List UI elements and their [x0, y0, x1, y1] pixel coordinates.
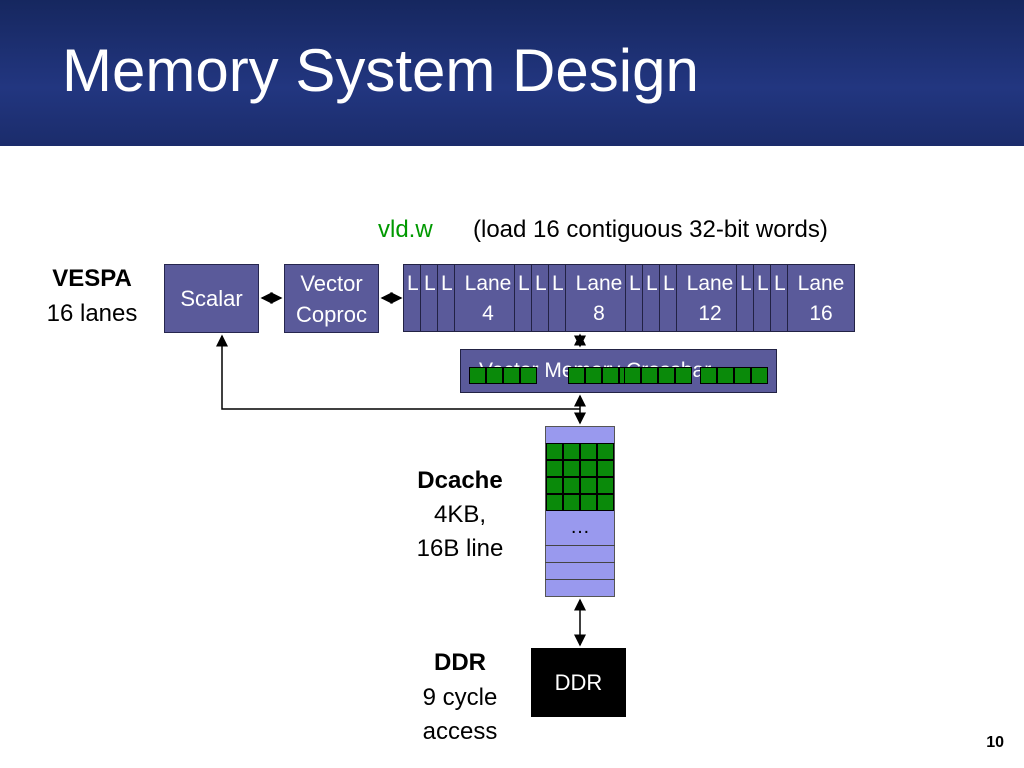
cache-word-cell: [597, 494, 614, 511]
cache-word-cell: [563, 494, 580, 511]
vector-coproc-line1: Vector: [300, 271, 363, 296]
ddr-access: access: [422, 718, 498, 745]
word-cell: [734, 367, 751, 384]
vespa-name: VESPA: [52, 265, 132, 292]
word-cell: [568, 367, 585, 384]
lane-label: Lane: [686, 272, 734, 295]
cache-word-cell: [597, 477, 614, 494]
dcache-line-divider: [545, 545, 615, 546]
scalar-box: Scalar: [164, 264, 259, 333]
ddr-box: DDR: [531, 648, 626, 717]
vespa-lanes: 16 lanes: [46, 300, 138, 327]
dcache-line-size: 16B line: [416, 535, 504, 562]
word-cell: [717, 367, 734, 384]
word-cell: [585, 367, 602, 384]
lane-12: Lane 12: [676, 264, 744, 332]
cache-word-cell: [580, 494, 597, 511]
lane-4: Lane 4: [454, 264, 522, 332]
word-cell: [641, 367, 658, 384]
word-cell: [486, 367, 503, 384]
lane-8: Lane 8: [565, 264, 633, 332]
word-cell: [602, 367, 619, 384]
title-bar: [0, 0, 1024, 146]
page-title: Memory System Design: [62, 37, 699, 104]
instruction-description: (load 16 contiguous 32-bit words): [473, 216, 828, 243]
cache-word-cell: [580, 443, 597, 460]
cache-word-cell: [580, 477, 597, 494]
ddr-name: DDR: [434, 649, 486, 676]
instruction-code: vld.w: [378, 216, 433, 243]
cache-word-cell: [546, 443, 563, 460]
word-cell: [751, 367, 768, 384]
dcache-size: 4KB,: [433, 501, 487, 528]
lane-label: Lane: [797, 272, 845, 295]
lane-number: 4: [482, 302, 494, 325]
cache-word-cell: [580, 460, 597, 477]
lane-number: 8: [593, 302, 605, 325]
word-cell: [700, 367, 717, 384]
cache-word-cell: [597, 460, 614, 477]
lane-16: Lane 16: [787, 264, 855, 332]
page-number: 10: [986, 734, 1004, 751]
word-cell: [469, 367, 486, 384]
cache-word-cell: [546, 494, 563, 511]
cache-word-cell: [546, 477, 563, 494]
cache-word-cell: [563, 477, 580, 494]
ddr-latency: 9 cycle: [422, 684, 498, 711]
lane-label: Lane: [464, 272, 512, 295]
dcache-name: Dcache: [417, 467, 503, 494]
word-cell: [658, 367, 675, 384]
word-cell: [520, 367, 537, 384]
lane-number: 16: [809, 302, 833, 325]
dcache-ellipsis: …: [570, 516, 590, 538]
vector-coproc-box: Vector Coproc: [284, 264, 379, 333]
vector-coproc-line2: Coproc: [296, 302, 367, 327]
lane-number: 12: [698, 302, 722, 325]
lane-label: Lane: [575, 272, 623, 295]
word-cell: [503, 367, 520, 384]
word-cell: [675, 367, 692, 384]
cache-word-cell: [546, 460, 563, 477]
dcache-line-divider: [545, 562, 615, 563]
word-cell: [624, 367, 641, 384]
cache-word-cell: [563, 460, 580, 477]
dcache-line-divider: [545, 579, 615, 580]
cache-word-cell: [563, 443, 580, 460]
scalar-label: Scalar: [180, 286, 243, 311]
cache-word-cell: [597, 443, 614, 460]
